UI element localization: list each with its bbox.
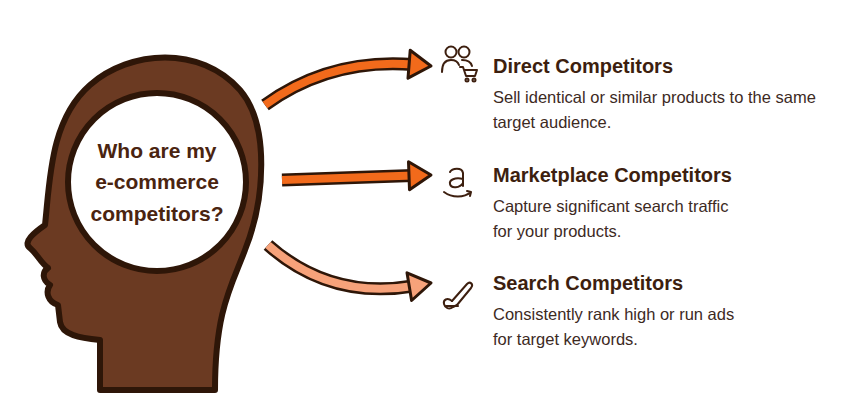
item-description: Consistently rank high or run ads for ta… (493, 302, 743, 352)
arrow-head (409, 162, 432, 190)
item-description: Capture significant search traffic for y… (493, 194, 743, 244)
arrow-shaft (265, 64, 413, 105)
competitor-item: Search CompetitorsConsistently rank high… (493, 270, 743, 352)
search-pen-icon (444, 283, 472, 309)
item-description: Sell identical or similar products to th… (493, 85, 838, 135)
people-cart-icon (442, 47, 477, 82)
arrow-shaft (268, 245, 413, 289)
question-text: Who are my e-commerce competitors? (88, 135, 226, 230)
arrow-shaft (282, 176, 413, 180)
item-heading: Marketplace Competitors (493, 162, 743, 188)
arrow-outline (265, 64, 413, 105)
question-circle: Who are my e-commerce competitors? (65, 90, 249, 274)
head-silhouette (28, 58, 262, 391)
thick-arrow (265, 50, 431, 105)
arrow-head (408, 50, 431, 78)
arrow-outline (282, 176, 413, 180)
marketplace-logo-icon (444, 169, 471, 197)
thick-arrow (282, 162, 431, 190)
competitor-item: Marketplace CompetitorsCapture significa… (493, 162, 743, 244)
item-heading: Direct Competitors (493, 53, 838, 79)
thick-arrow (268, 245, 431, 301)
arrow-outline (268, 245, 413, 289)
item-heading: Search Competitors (493, 270, 743, 296)
competitor-item: Direct CompetitorsSell identical or simi… (493, 53, 838, 135)
arrow-head (407, 273, 431, 301)
